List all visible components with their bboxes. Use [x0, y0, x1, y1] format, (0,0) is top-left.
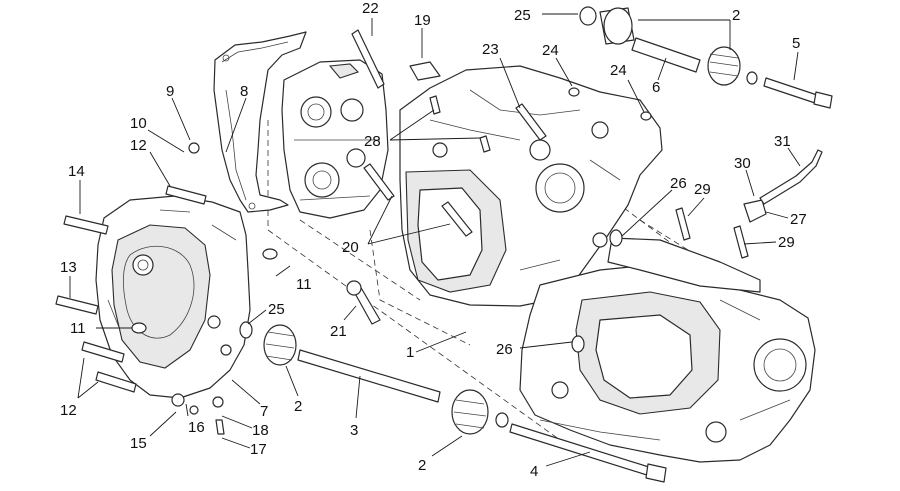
timing-cover-part — [281, 59, 389, 219]
small-bolts — [55, 29, 823, 435]
callout-16: 16 — [188, 419, 205, 436]
crankcase-lower-part — [519, 237, 816, 463]
callout-18: 18 — [252, 422, 269, 439]
callout-25: 25 — [514, 7, 531, 24]
callout-25-second: 25 — [268, 301, 285, 318]
callout-labels: 22 19 25 2 5 23 24 24 6 9 8 10 12 28 31 … — [60, 0, 807, 480]
callout-11-second: 11 — [296, 276, 312, 293]
callout-13: 13 — [60, 259, 77, 276]
callout-28: 28 — [364, 133, 381, 150]
callout-9: 9 — [166, 83, 174, 100]
callout-11: 11 — [70, 320, 86, 337]
callout-27: 27 — [790, 211, 807, 228]
callout-19: 19 — [414, 12, 431, 29]
callout-17: 17 — [250, 441, 267, 458]
crankcase-upper-part — [399, 65, 663, 307]
gasket-part — [213, 31, 307, 213]
callout-5: 5 — [792, 35, 800, 52]
side-cover-part — [95, 195, 251, 399]
callout-8: 8 — [240, 83, 248, 100]
callout-20: 20 — [342, 239, 359, 256]
callout-2: 2 — [732, 7, 740, 24]
callout-30: 30 — [734, 155, 751, 172]
callout-26-second: 26 — [496, 341, 513, 358]
callout-2-third: 2 — [418, 457, 426, 474]
callout-14: 14 — [68, 163, 85, 180]
callout-29: 29 — [694, 181, 711, 198]
callout-12: 12 — [130, 137, 147, 154]
callout-21: 21 — [330, 323, 347, 340]
callout-7: 7 — [260, 403, 268, 420]
callout-24: 24 — [542, 42, 559, 59]
lower-gear-shaft — [239, 321, 509, 435]
bolt-4 — [509, 423, 667, 483]
callout-15: 15 — [130, 435, 147, 452]
callout-6: 6 — [652, 79, 660, 96]
callout-29-second: 29 — [778, 234, 795, 251]
top-gear-shaft — [579, 6, 758, 86]
callout-4: 4 — [530, 463, 538, 480]
callout-24-second: 24 — [610, 62, 627, 79]
bolt-5 — [763, 77, 833, 109]
callout-12-second: 12 — [60, 402, 77, 419]
callout-31: 31 — [774, 133, 791, 150]
callout-3: 3 — [350, 422, 358, 439]
callout-1: 1 — [406, 344, 414, 361]
callout-10: 10 — [130, 115, 147, 132]
callout-26: 26 — [670, 175, 687, 192]
callout-2-second: 2 — [294, 398, 302, 415]
callout-22: 22 — [362, 0, 379, 17]
leader-lines — [69, 13, 801, 467]
callout-23: 23 — [482, 41, 499, 58]
